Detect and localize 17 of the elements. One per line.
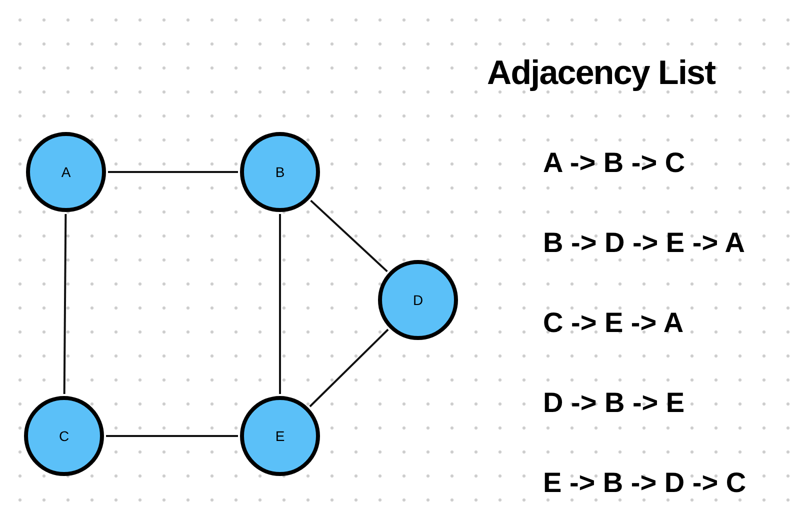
adjacency-list-row: E -> B -> D -> C xyxy=(543,469,746,497)
connector-line xyxy=(310,200,388,272)
connector-line xyxy=(279,214,281,394)
connector-line xyxy=(309,328,389,408)
adjacency-list-row: B -> D -> E -> A xyxy=(543,229,746,257)
node-label: A xyxy=(61,163,71,182)
node-label: E xyxy=(275,427,285,446)
list-heading: Adjacency List xyxy=(487,53,716,94)
connector-line xyxy=(108,171,238,173)
node-label: D xyxy=(412,291,424,310)
adjacency-list-row: A -> B -> C xyxy=(543,149,686,177)
adjacency-list-row: D -> B -> E xyxy=(543,389,685,417)
connector-line xyxy=(106,435,238,437)
connector-line xyxy=(63,214,67,394)
node-label: B xyxy=(275,163,285,182)
adjacency-list-row: C -> E -> A xyxy=(543,309,684,337)
node-label: C xyxy=(58,427,70,446)
